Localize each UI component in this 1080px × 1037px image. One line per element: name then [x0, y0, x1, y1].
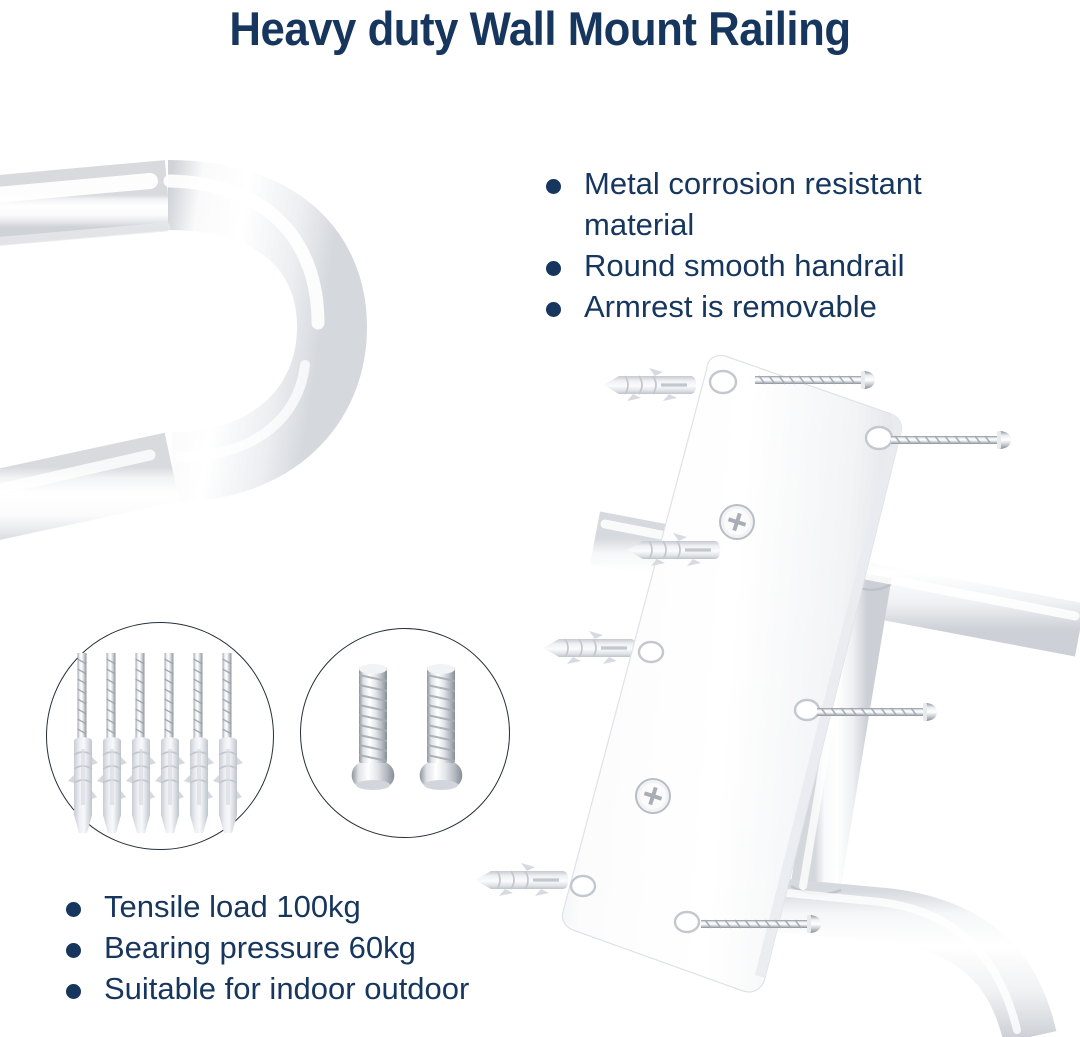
list-item-label: Suitable for indoor outdoor — [104, 971, 470, 1006]
list-item: Tensile load 100kg — [58, 886, 578, 927]
page-title: Heavy duty Wall Mount Railing — [229, 2, 851, 55]
list-item-label: material — [584, 207, 695, 242]
list-item: Bearing pressure 60kg — [58, 927, 578, 968]
list-item-label: Tensile load 100kg — [104, 889, 361, 924]
list-item-label: Bearing pressure 60kg — [104, 930, 416, 965]
list-item: Armrest is removable — [538, 286, 1008, 327]
bullet-dot-icon — [546, 261, 561, 276]
bullet-dot-icon — [66, 902, 81, 917]
screw-row — [73, 652, 236, 787]
list-item-label: Armrest is removable — [584, 289, 877, 324]
list-item-label: Metal corrosion resistant — [584, 166, 922, 201]
bullet-dot-icon — [546, 302, 561, 317]
anchor-row — [67, 736, 244, 834]
list-item: material — [538, 204, 1008, 245]
machine-bolts-circle — [300, 628, 510, 838]
bullet-dot-icon — [66, 943, 81, 958]
bullet-dot-icon — [546, 179, 561, 194]
feature-list-top: Metal corrosion resistant material Round… — [538, 163, 1008, 327]
wall-mount-assembly-graphic — [455, 330, 1080, 1037]
screws-and-anchors-circle — [46, 622, 274, 850]
plate-screw-upper — [719, 504, 755, 540]
list-item: Round smooth handrail — [538, 245, 1008, 286]
bullet-dot-icon — [66, 984, 81, 999]
u-shaped-handrail-graphic — [0, 75, 490, 575]
mounting-plate — [561, 354, 903, 993]
feature-list-bottom: Tensile load 100kg Bearing pressure 60kg… — [58, 886, 578, 1009]
list-item-label: Round smooth handrail — [584, 248, 905, 283]
list-item: Suitable for indoor outdoor — [58, 968, 578, 1009]
list-item: Metal corrosion resistant — [538, 163, 1008, 204]
plate-screw-lower — [635, 778, 671, 814]
